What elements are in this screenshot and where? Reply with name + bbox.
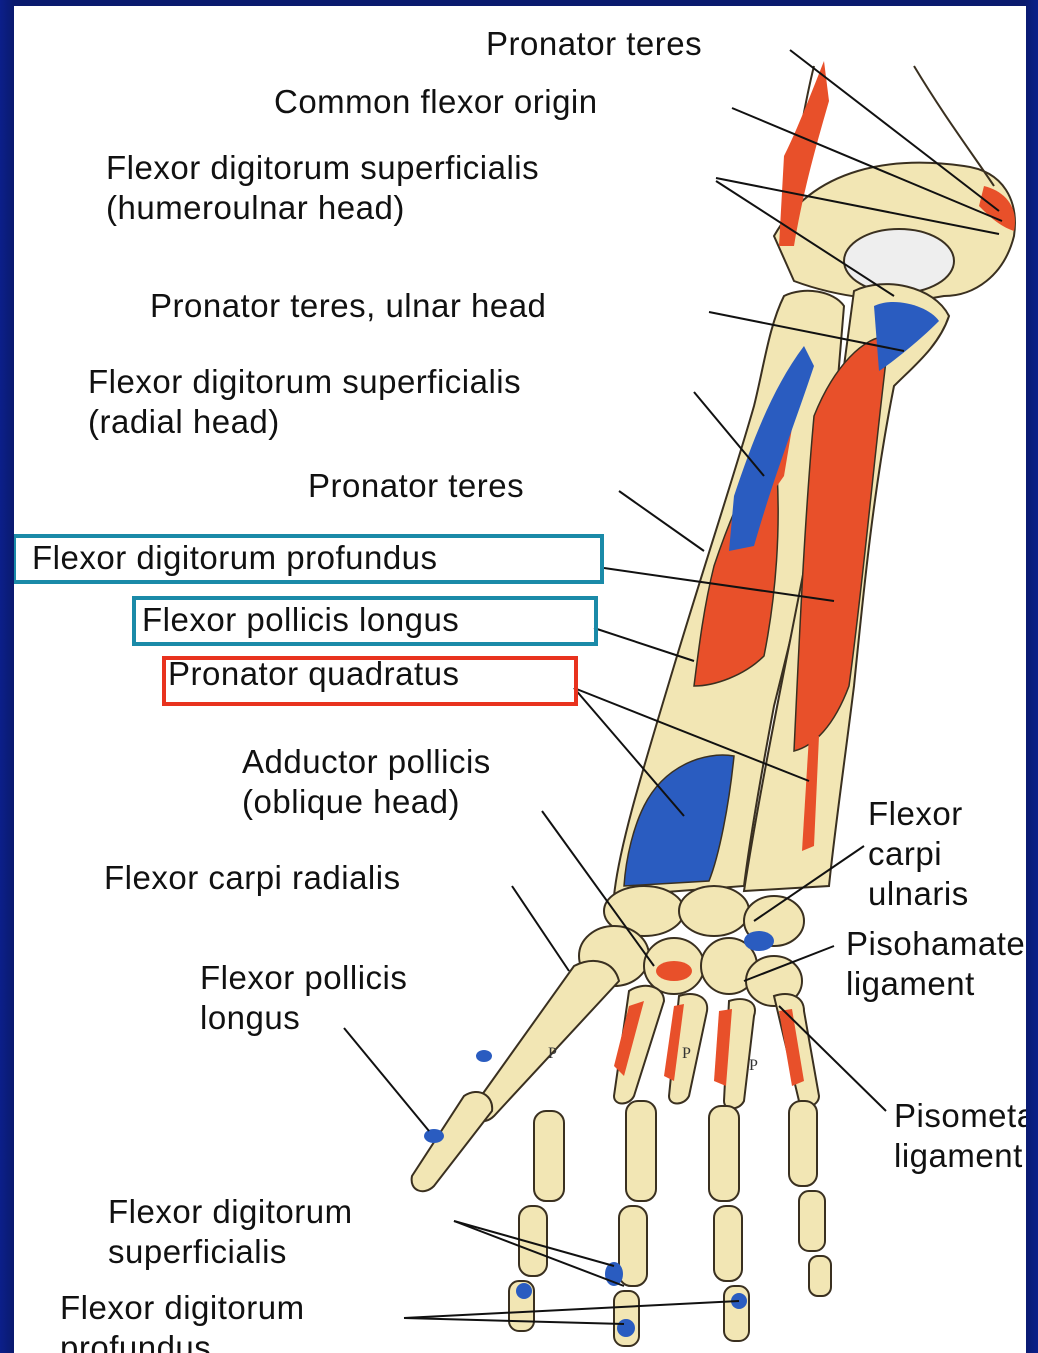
label-line: Pisohamate bbox=[846, 924, 1025, 964]
label-flexor-carpi-ulnaris: Flexor carpi ulnaris bbox=[868, 794, 969, 914]
carpal-blue bbox=[744, 931, 774, 951]
label-pisohamate: Pisohamate ligament bbox=[846, 924, 1025, 1004]
p-mark: P bbox=[548, 1045, 557, 1062]
label-line: (oblique head) bbox=[242, 782, 491, 822]
label-line: Pisometacarpal bbox=[894, 1096, 1026, 1136]
label-pronator-quadratus: Pronator quadratus bbox=[168, 654, 460, 694]
label-line: Flexor bbox=[868, 794, 969, 834]
label-line: carpi bbox=[868, 834, 969, 874]
label-line: Flexor digitorum bbox=[108, 1192, 353, 1232]
label-line: superficialis bbox=[108, 1232, 353, 1272]
label-fdp-hand: Flexor digitorum profundus bbox=[60, 1288, 305, 1353]
label-flexor-carpi-radialis: Flexor carpi radialis bbox=[104, 858, 401, 898]
label-common-flexor-origin: Common flexor origin bbox=[274, 82, 598, 122]
label-line: Flexor digitorum superficialis bbox=[88, 362, 521, 402]
label-fpl: Flexor pollicis longus bbox=[142, 600, 459, 640]
p-mark: P bbox=[682, 1045, 691, 1062]
thumb-phalanges bbox=[412, 1092, 493, 1191]
label-line: longus bbox=[200, 998, 407, 1038]
label-line: Flexor digitorum superficialis bbox=[106, 148, 539, 188]
thumb-blue-2 bbox=[476, 1050, 492, 1062]
thumb-blue bbox=[424, 1129, 444, 1143]
label-fds-radial: Flexor digitorum superficialis (radial h… bbox=[88, 362, 521, 442]
label-pronator-teres-top: Pronator teres bbox=[486, 24, 702, 64]
label-pronator-teres-ulnar: Pronator teres, ulnar head bbox=[150, 286, 546, 326]
label-fdp: Flexor digitorum profundus bbox=[32, 538, 438, 578]
label-line: profundus bbox=[60, 1328, 305, 1353]
label-line: ligament bbox=[894, 1136, 1026, 1176]
label-line: (humeroulnar head) bbox=[106, 188, 539, 228]
label-line: Adductor pollicis bbox=[242, 742, 491, 782]
label-fds-hand: Flexor digitorum superficialis bbox=[108, 1192, 353, 1272]
label-line: ligament bbox=[846, 964, 1025, 1004]
label-line: Flexor digitorum bbox=[60, 1288, 305, 1328]
label-line: Flexor pollicis bbox=[200, 958, 407, 998]
label-pronator-teres-mid: Pronator teres bbox=[308, 466, 524, 506]
p-mark: P bbox=[749, 1057, 758, 1074]
carpal-red bbox=[656, 961, 692, 981]
anatomy-figure-panel: P P P Pronator teres Common flexor origi… bbox=[14, 6, 1026, 1353]
trochlea bbox=[844, 229, 954, 293]
label-line: ulnaris bbox=[868, 874, 969, 914]
label-pisometacarpal: Pisometacarpal ligament bbox=[894, 1096, 1026, 1176]
label-fpl-hand: Flexor pollicis longus bbox=[200, 958, 407, 1038]
label-line: (radial head) bbox=[88, 402, 521, 442]
label-fds-humeroulnar: Flexor digitorum superficialis (humeroul… bbox=[106, 148, 539, 228]
label-adductor-pollicis: Adductor pollicis (oblique head) bbox=[242, 742, 491, 822]
